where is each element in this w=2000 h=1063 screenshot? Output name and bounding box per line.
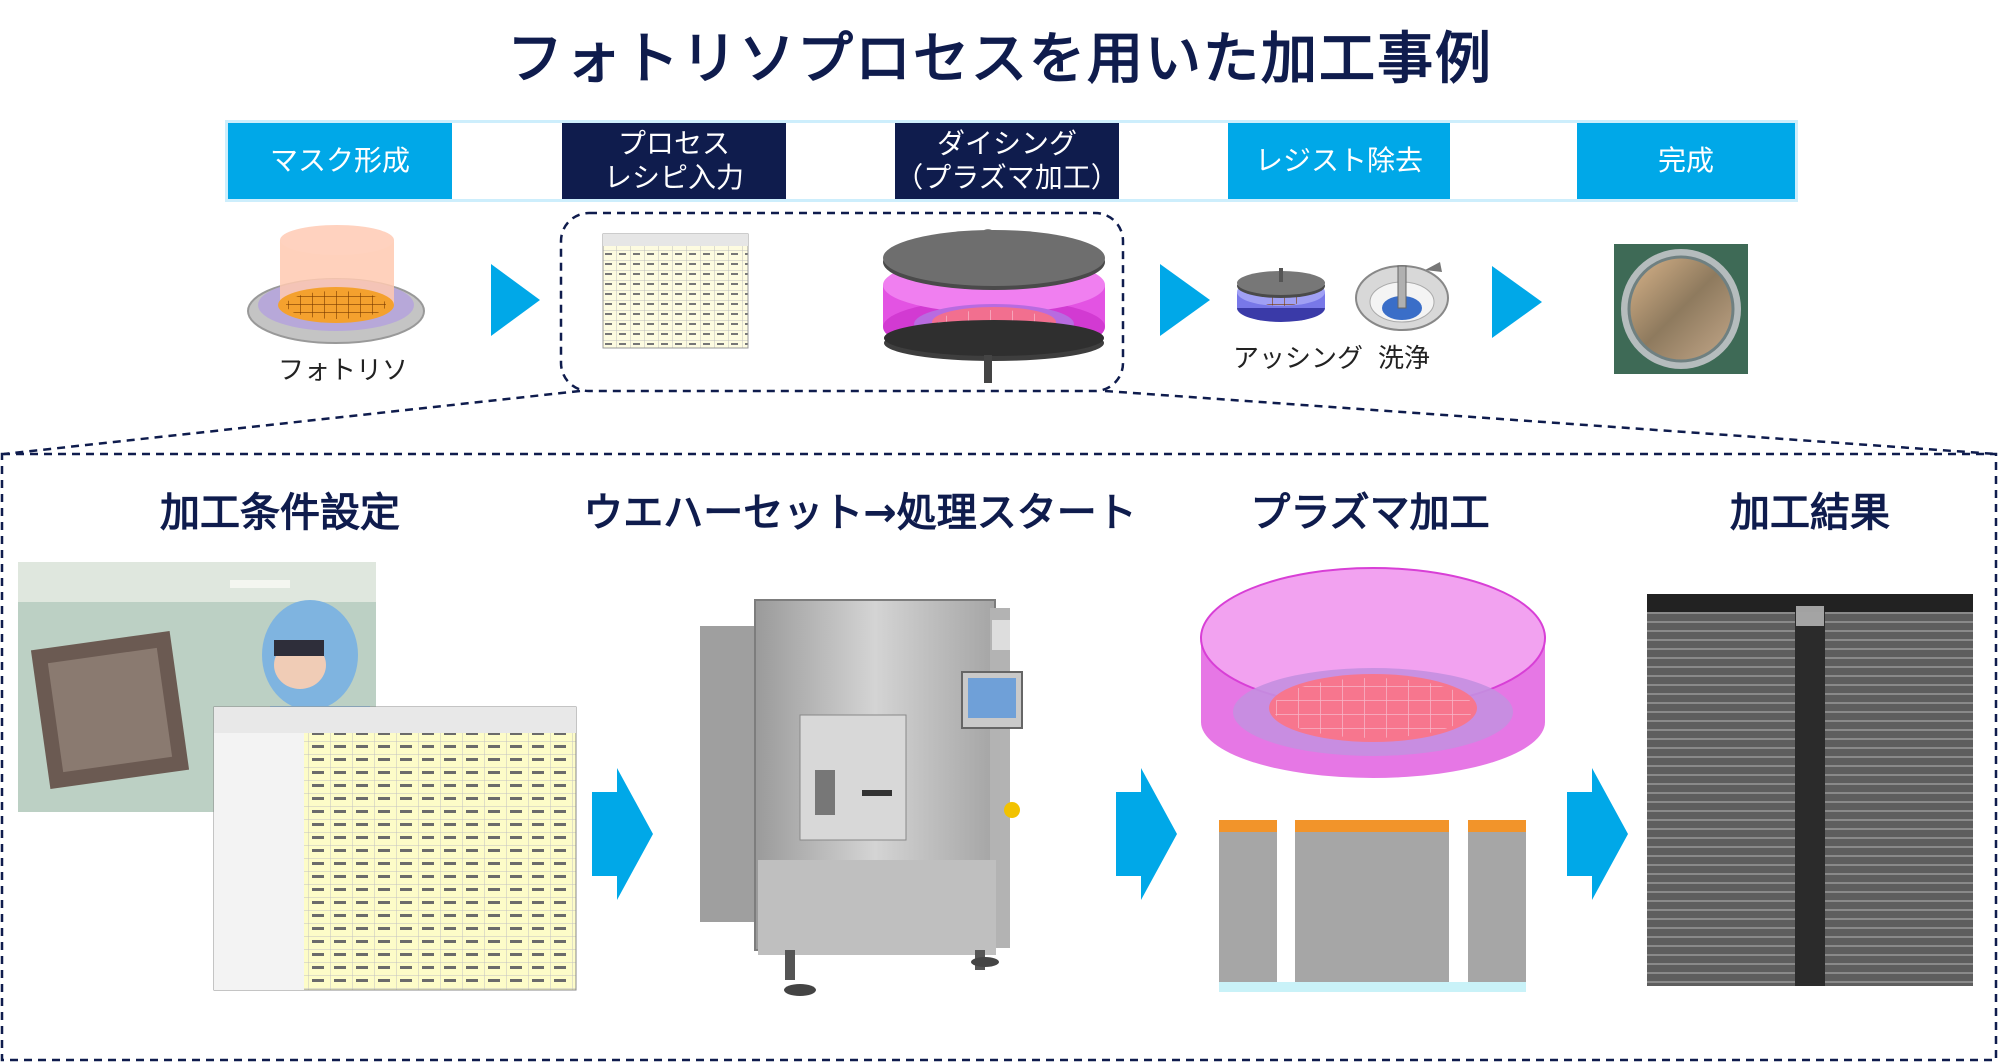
label-cleaning: 洗浄 (1378, 344, 1431, 374)
plasma-process-illustration (1200, 567, 1546, 992)
step-dicing: ダイシング （プラズマ加工） (895, 123, 1119, 199)
finished-wafer-photo (1614, 244, 1748, 374)
arrow-right-icon (1116, 768, 1177, 900)
ashing-illustration (1237, 268, 1325, 322)
plasma-dicing-machine-photo (700, 599, 1023, 996)
page-title: フォトリソプロセスを用いた加工事例 (507, 27, 1493, 92)
sem-result-image (1647, 594, 1973, 986)
section-condition-setting: 加工条件設定 (160, 490, 400, 536)
section-wafer-set-start: ウエハーセット→処理スタート (583, 490, 1137, 536)
recipe-spreadsheet-screenshot (213, 706, 577, 991)
photolitho-wafer-illustration (247, 225, 425, 344)
step-mask-formation: マスク形成 (228, 123, 452, 199)
arrow-right-icon (1160, 264, 1210, 336)
step-complete: 完成 (1577, 123, 1795, 199)
arrow-right-icon (1492, 266, 1542, 338)
section-processing-result: 加工結果 (1730, 490, 1890, 536)
step-recipe-input: プロセス レシピ入力 (562, 123, 786, 199)
section-plasma-processing: プラズマ加工 (1250, 490, 1490, 536)
step-resist-removal: レジスト除去 (1228, 123, 1450, 199)
cleaning-illustration (1355, 262, 1449, 331)
recipe-sheet-thumbnail (602, 233, 749, 349)
plasma-chamber-illustration (883, 229, 1105, 383)
label-photolitho: フォトリソ (278, 356, 409, 386)
arrow-right-icon (592, 768, 653, 900)
label-ashing: アッシング (1233, 344, 1364, 374)
arrow-right-icon (1567, 768, 1628, 900)
arrow-right-icon (491, 264, 540, 336)
